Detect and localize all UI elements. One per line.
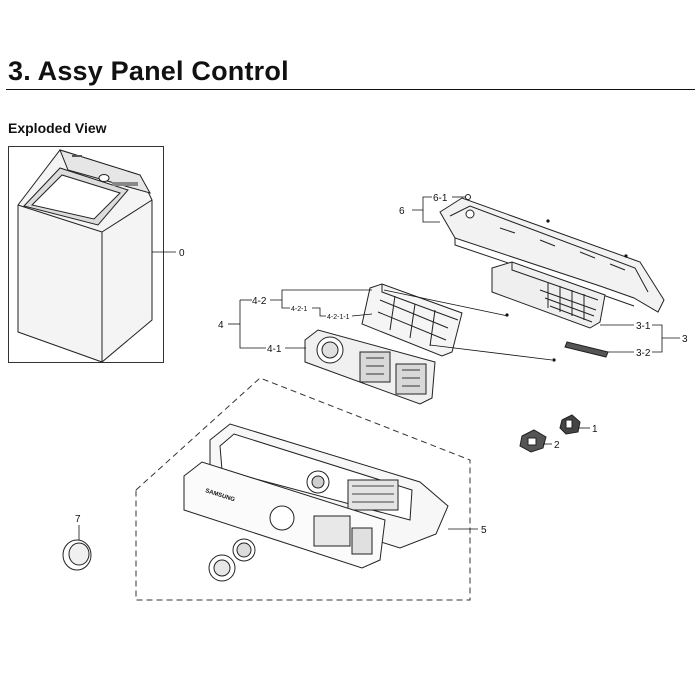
fastener-part <box>465 194 471 200</box>
callout-1: 1 <box>592 424 598 435</box>
frame-part <box>361 283 463 357</box>
rear-bracket-part <box>439 197 665 313</box>
leader-lines-3 <box>600 324 680 353</box>
callout-4-2-1-1: 4-2-1-1 <box>327 314 350 321</box>
callout-4-1: 4-1 <box>267 344 282 355</box>
callout-6-1: 6-1 <box>433 193 448 204</box>
page-title: 3. Assy Panel Control <box>8 56 289 86</box>
leader-lines-4 <box>228 289 553 361</box>
title-rule <box>6 89 695 90</box>
callout-7: 7 <box>75 514 81 525</box>
knob-cap-part <box>62 539 92 571</box>
reference-frame <box>8 146 164 363</box>
callout-5: 5 <box>481 525 487 536</box>
leader-lines-6 <box>412 196 466 223</box>
callout-4-2: 4-2 <box>252 296 267 307</box>
switch-part-1 <box>559 414 581 435</box>
callout-3-1: 3-1 <box>636 321 651 332</box>
main-pcb-part <box>304 329 436 405</box>
callout-0: 0 <box>179 248 185 259</box>
knob-part <box>208 554 236 582</box>
dashed-assembly-outline <box>135 377 471 601</box>
knob-ring-part <box>232 538 256 562</box>
control-panel-part <box>183 423 449 569</box>
switch-part-2 <box>519 429 547 453</box>
leader-lines-1-2 <box>543 427 590 445</box>
callout-3-2: 3-2 <box>636 348 651 359</box>
callout-6: 6 <box>399 206 405 217</box>
callout-4-2-1: 4-2-1 <box>291 306 307 313</box>
pcb-assy-part <box>491 261 606 329</box>
callout-4: 4 <box>218 320 224 331</box>
callout-3: 3 <box>682 334 688 345</box>
washer-illustration <box>17 149 153 363</box>
callout-2: 2 <box>554 440 560 451</box>
section-heading: Exploded View <box>8 120 107 136</box>
bar-part <box>564 341 609 358</box>
